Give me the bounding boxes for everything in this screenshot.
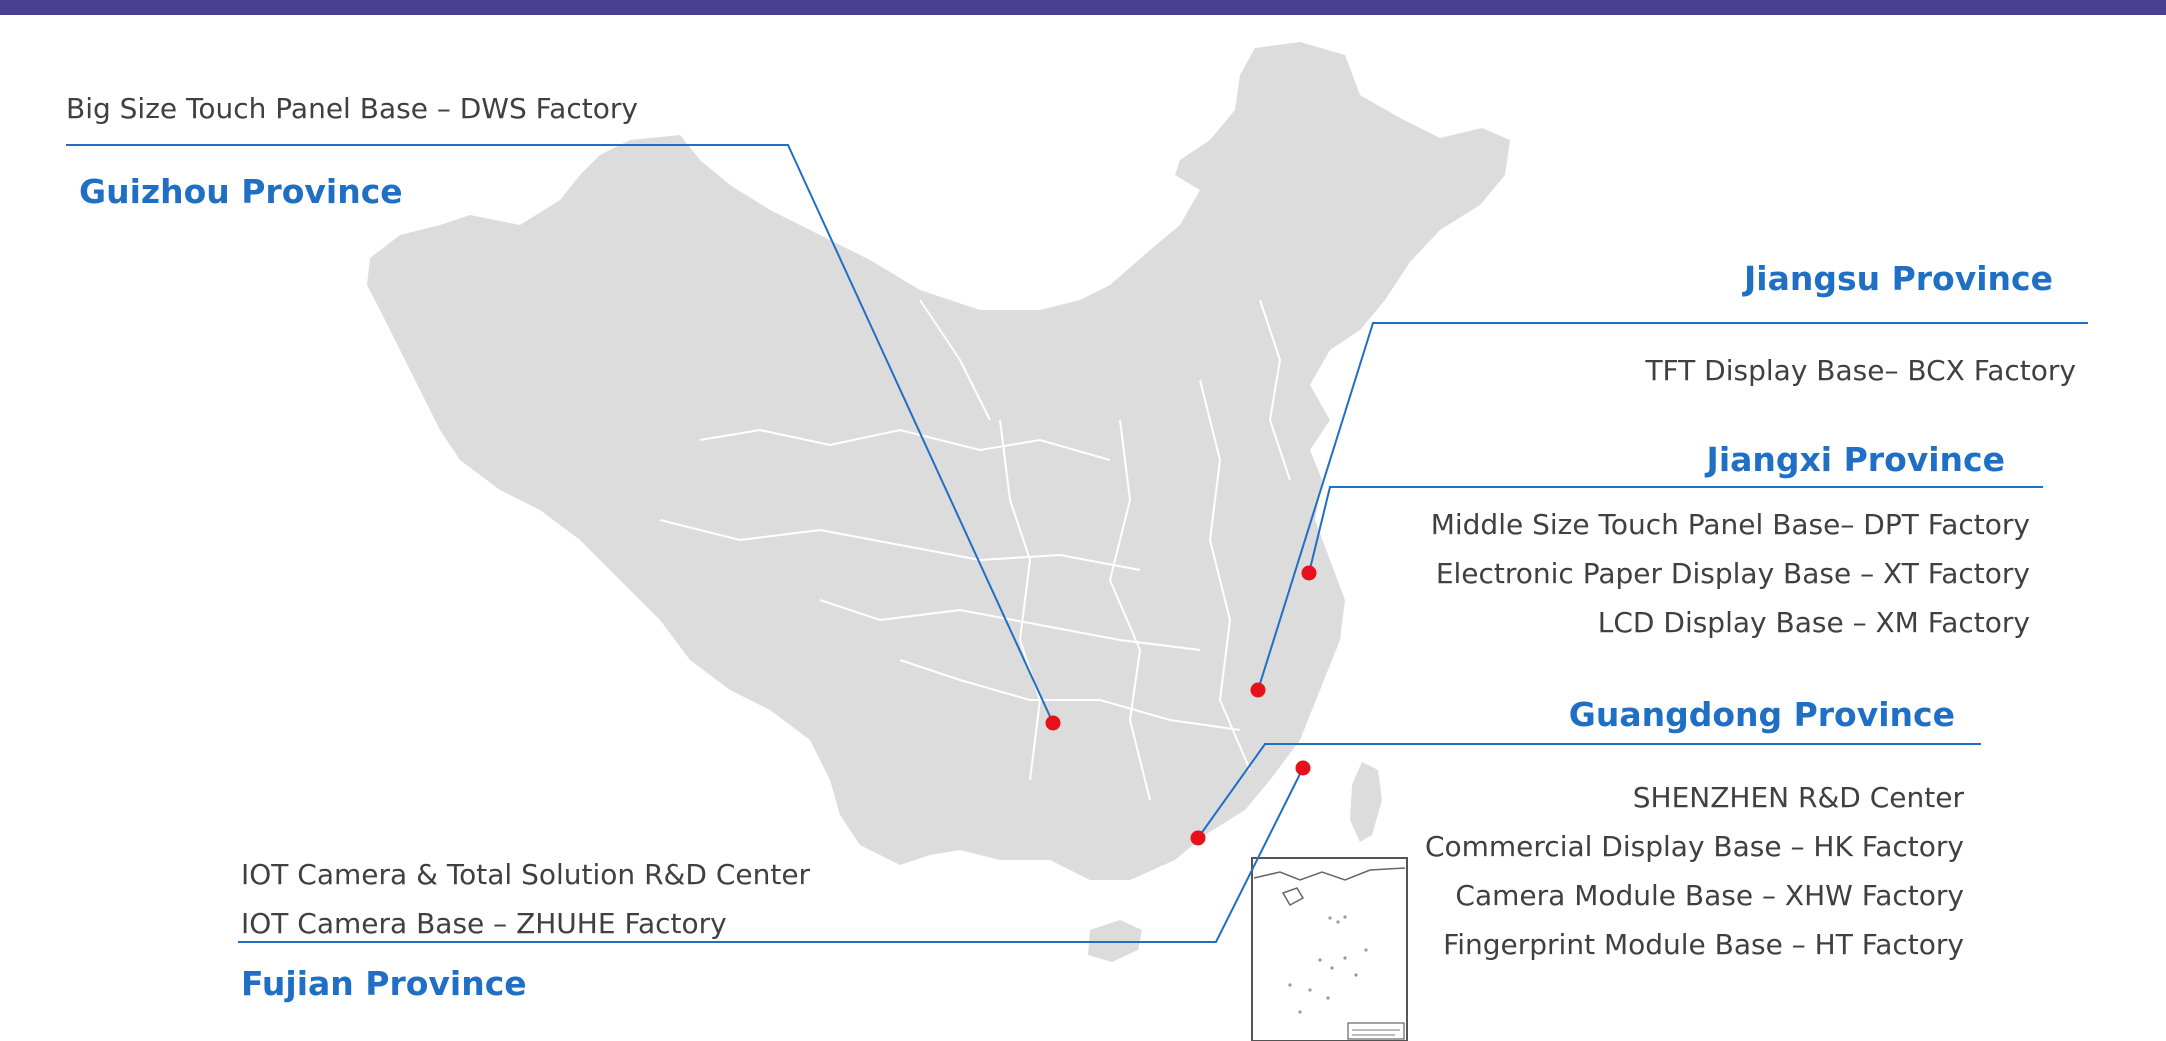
guangdong-leader-line xyxy=(1197,743,1981,839)
guangdong-province-title: Guangdong Province xyxy=(1568,695,1955,734)
fujian-location-marker xyxy=(1295,760,1311,776)
jiangsu-location-marker xyxy=(1250,682,1266,698)
taiwan-island-shape xyxy=(1350,762,1382,842)
jiangsu-factory-item: TFT Display Base– BCX Factory xyxy=(1645,354,2076,387)
fujian-factory-item: IOT Camera Base – ZHUHE Factory xyxy=(241,907,727,940)
jiangxi-factory-item: LCD Display Base – XM Factory xyxy=(1597,606,2030,639)
china-mainland-shape xyxy=(367,42,1510,880)
jiangxi-factory-item: Electronic Paper Display Base – XT Facto… xyxy=(1435,557,2030,590)
guangdong-factory-item: Camera Module Base – XHW Factory xyxy=(1455,879,1964,912)
location-markers xyxy=(1045,565,1317,846)
fujian-factory-item: IOT Camera & Total Solution R&D Center xyxy=(241,858,811,891)
jiangsu-province-title: Jiangsu Province xyxy=(1744,259,2053,298)
jiangxi-location-marker xyxy=(1301,565,1317,581)
jiangxi-province-title: Jiangxi Province xyxy=(1706,440,2005,479)
guangdong-factory-item: Fingerprint Module Base – HT Factory xyxy=(1443,928,1964,961)
guizhou-factory-item: Big Size Touch Panel Base – DWS Factory xyxy=(66,92,638,125)
jiangxi-factory-item: Middle Size Touch Panel Base– DPT Factor… xyxy=(1430,508,2030,541)
guizhou-leader-line xyxy=(66,144,1054,724)
guangdong-factory-item: Commercial Display Base – HK Factory xyxy=(1424,830,1964,863)
south-china-sea-inset xyxy=(1251,857,1408,1041)
fujian-province-title: Fujian Province xyxy=(241,964,527,1003)
fujian-leader-line xyxy=(238,767,1304,943)
province-boundaries xyxy=(659,299,1291,801)
guangdong-location-marker xyxy=(1190,830,1206,846)
jiangxi-leader-line xyxy=(1308,486,2043,574)
guizhou-province-title: Guizhou Province xyxy=(79,172,403,211)
top-accent-bar xyxy=(0,0,2166,15)
guizhou-location-marker xyxy=(1045,715,1061,731)
guangdong-factory-item: SHENZHEN R&D Center xyxy=(1632,781,1964,814)
jiangsu-leader-line xyxy=(1257,322,2088,691)
leader-lines xyxy=(66,144,2088,943)
